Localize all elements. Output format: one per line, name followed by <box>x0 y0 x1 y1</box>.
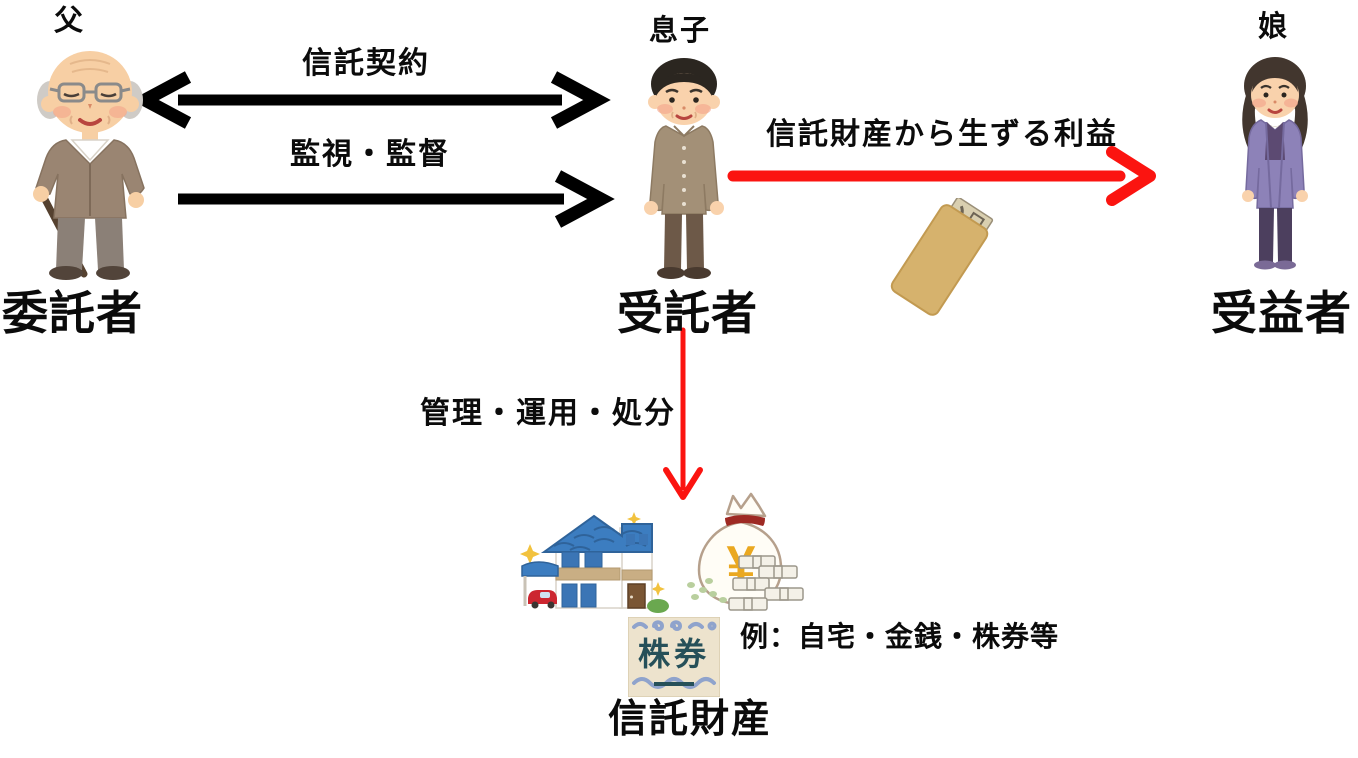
father-illustration <box>33 51 145 280</box>
money-envelope-icon <box>890 198 994 316</box>
father-name-label: 父 <box>54 5 86 37</box>
trust-property-examples: 例：自宅・金銭・株券等 <box>740 621 1060 652</box>
son-name-label: 息子 <box>649 15 712 47</box>
bush-icon <box>647 599 669 613</box>
house-icon <box>520 512 669 613</box>
supervision-label: 監視・監督 <box>290 138 450 171</box>
trust-contract-arrow <box>131 71 611 129</box>
son-illustration <box>644 58 724 279</box>
management-arrow <box>663 327 703 500</box>
daughter-illustration <box>1242 57 1308 270</box>
daughter-name-label: 娘 <box>1258 11 1290 43</box>
trust-contract-label: 信託契約 <box>302 47 430 80</box>
management-label: 管理・運用・処分 <box>420 397 676 430</box>
profit-arrow <box>727 146 1156 206</box>
stock-certificate-icon: 株券 <box>628 617 720 697</box>
beneficiary-role-label: 受益者 <box>1211 287 1352 339</box>
profit-label: 信託財産から生ずる利益 <box>766 118 1118 151</box>
cash-stack-icon <box>728 555 804 611</box>
supervision-arrow <box>178 170 615 228</box>
settlor-role-label: 委託者 <box>2 287 143 339</box>
trustee-role-label: 受託者 <box>617 287 758 339</box>
trust-property-label: 信託財産 <box>608 698 773 741</box>
car-icon <box>528 590 557 609</box>
carport-icon <box>521 561 559 577</box>
glasses-icon <box>49 82 131 103</box>
sparkle-icon <box>520 512 665 596</box>
stock-certificate-text: 株券 <box>638 636 710 672</box>
coins-icon <box>687 578 727 603</box>
money-bag-icon: ¥ <box>687 492 804 611</box>
